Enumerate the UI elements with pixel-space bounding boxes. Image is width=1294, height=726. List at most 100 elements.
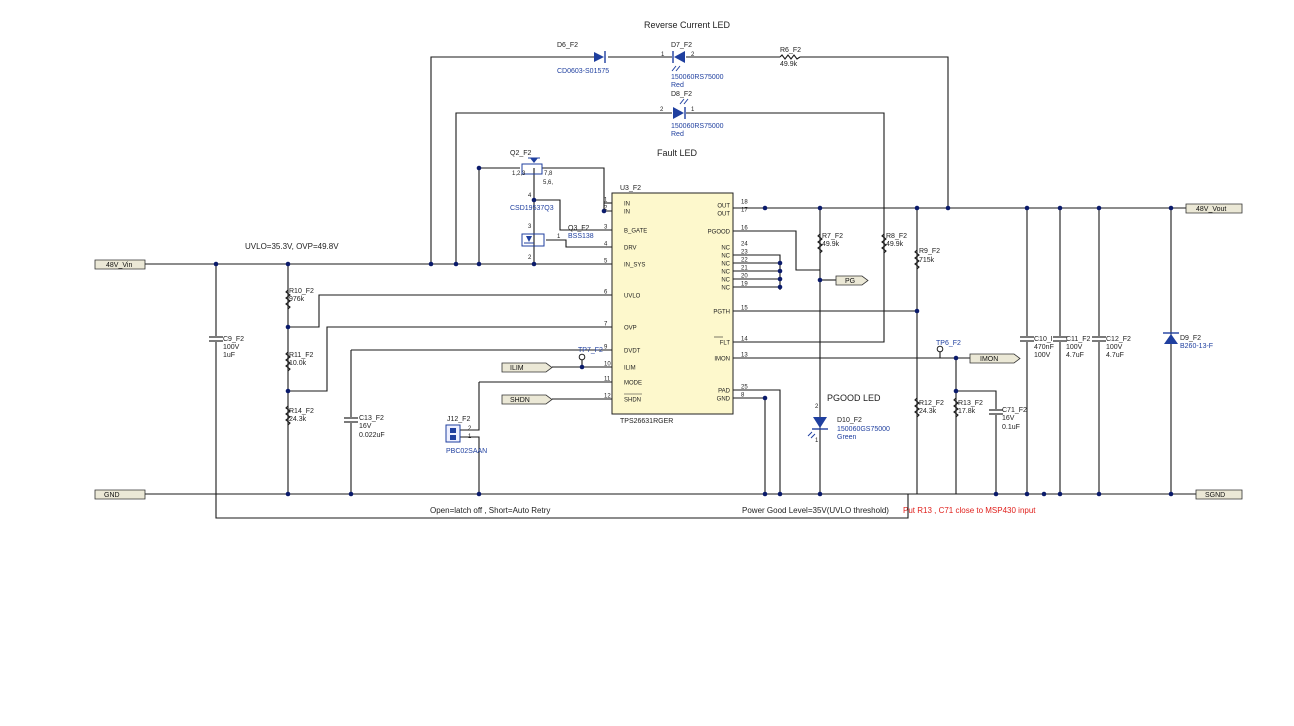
svg-text:150060GS75000: 150060GS75000 bbox=[837, 426, 890, 433]
svg-text:2: 2 bbox=[528, 255, 532, 261]
svg-text:D10_F2: D10_F2 bbox=[837, 417, 862, 424]
ic-pin-number: 4 bbox=[604, 242, 608, 248]
vout-port: 48V_Vout bbox=[1185, 203, 1243, 214]
ic-pin-number: 11 bbox=[604, 377, 611, 383]
svg-text:ILIM: ILIM bbox=[510, 365, 524, 372]
wires bbox=[145, 56, 1196, 519]
ic-pin-number: 1 bbox=[604, 198, 608, 204]
q3-value: BSS138 bbox=[568, 233, 594, 240]
ic-pin-number: 25 bbox=[741, 385, 748, 391]
capacitor-c9: C9_F2 100V 1uF bbox=[208, 336, 244, 359]
svg-text:24.3k: 24.3k bbox=[289, 416, 307, 423]
pgood-led-title: PGOOD LED bbox=[827, 393, 881, 403]
ilim-port: ILIM bbox=[501, 362, 553, 373]
svg-text:0.1uF: 0.1uF bbox=[1002, 424, 1020, 431]
jumper-j12: J12_F2 PBC02SAAN 2 1 bbox=[445, 416, 487, 455]
ic-pin-number: 19 bbox=[741, 282, 748, 288]
svg-text:R13_F2: R13_F2 bbox=[958, 400, 983, 407]
ic-pin-name: NC bbox=[721, 270, 730, 276]
svg-text:1: 1 bbox=[661, 52, 665, 58]
vin-port: 48V_Vin bbox=[94, 259, 146, 270]
ic-pin-number: 13 bbox=[741, 353, 748, 359]
ic-pin-number: 7 bbox=[604, 322, 608, 328]
svg-text:4.7uF: 4.7uF bbox=[1106, 352, 1124, 359]
svg-text:SGND: SGND bbox=[1205, 492, 1225, 499]
svg-text:PG: PG bbox=[845, 278, 855, 285]
junction-dots bbox=[213, 165, 1174, 497]
mosfet-q3: Q3_F2 BSS138 1 3 2 bbox=[521, 224, 594, 261]
ic-pin-name: NC bbox=[721, 286, 730, 292]
svg-text:2: 2 bbox=[660, 107, 664, 113]
svg-text:R12_F2: R12_F2 bbox=[919, 400, 944, 407]
ic-pin-number: 22 bbox=[741, 258, 748, 264]
svg-text:C12_F2: C12_F2 bbox=[1106, 336, 1131, 343]
ic-pin-number: 17 bbox=[741, 208, 748, 214]
shdn-port: SHDN bbox=[501, 394, 553, 405]
capacitor-c11: C11_F2 100V 4.7uF bbox=[1052, 336, 1090, 359]
svg-text:R14_F2: R14_F2 bbox=[289, 408, 314, 415]
svg-text:715k: 715k bbox=[919, 257, 935, 264]
sgnd-port: SGND bbox=[1195, 489, 1243, 500]
svg-text:1: 1 bbox=[557, 234, 561, 240]
svg-text:1,2,3: 1,2,3 bbox=[512, 171, 526, 177]
svg-text:4: 4 bbox=[528, 193, 532, 199]
ic-pin-name: B_GATE bbox=[624, 229, 647, 235]
resistor-r9: R9_F2 715k bbox=[914, 248, 940, 270]
svg-text:16V: 16V bbox=[1002, 415, 1015, 422]
ic-pin-name: GND bbox=[717, 397, 731, 403]
d8-ref: D8_F2 bbox=[671, 91, 692, 98]
ic-pin-name: OVP bbox=[624, 326, 637, 332]
svg-text:B260-13-F: B260-13-F bbox=[1180, 343, 1213, 350]
svg-text:3: 3 bbox=[528, 224, 532, 230]
ic-pin-number: 8 bbox=[741, 393, 745, 399]
svg-text:Green: Green bbox=[837, 434, 857, 441]
svg-text:1: 1 bbox=[815, 438, 819, 444]
svg-text:SHDN: SHDN bbox=[510, 397, 530, 404]
d8-value: 150060RS75000 bbox=[671, 123, 724, 130]
ic-pin-number: 9 bbox=[604, 345, 608, 351]
resistor-r10: R10_F2 976k bbox=[285, 288, 314, 310]
power-good-level-note: Power Good Level=35V(UVLO threshold) bbox=[742, 506, 889, 515]
d7-value: 150060RS75000 bbox=[671, 74, 724, 81]
ic-pin-number: 16 bbox=[741, 226, 748, 232]
ic-pin-name: OUT bbox=[717, 204, 730, 210]
capacitor-c71: C71_F2 16V 0.1uF bbox=[988, 407, 1027, 431]
svg-text:PBC02SAAN: PBC02SAAN bbox=[446, 448, 487, 455]
ic-pin-number: 24 bbox=[741, 242, 748, 248]
svg-text:17.8k: 17.8k bbox=[958, 408, 976, 415]
reverse-current-led-title: Reverse Current LED bbox=[644, 20, 731, 30]
ic-left-pins: 1IN2IN3B_GATE4DRV5IN_SYS6UVLO7OVP9DVDT10… bbox=[604, 198, 647, 404]
svg-text:24.3k: 24.3k bbox=[919, 408, 937, 415]
r6-value: 49.9k bbox=[780, 61, 798, 68]
svg-text:100V: 100V bbox=[223, 344, 240, 351]
ic-pin-name: OUT bbox=[717, 212, 730, 218]
led-d10: 2 1 D10_F2 150060GS75000 Green bbox=[807, 404, 890, 444]
svg-text:R11_F2: R11_F2 bbox=[289, 352, 313, 359]
svg-text:10.0k: 10.0k bbox=[289, 360, 307, 367]
ic-pin-name: NC bbox=[721, 246, 730, 252]
svg-text:C9_F2: C9_F2 bbox=[223, 336, 244, 343]
ic-pin-name: PGOOD bbox=[708, 230, 731, 236]
svg-text:48V_Vin: 48V_Vin bbox=[106, 262, 132, 269]
d7-color: Red bbox=[671, 82, 684, 89]
ic-u3: U3_F2 TPS26631RGER 1IN2IN3B_GATE4DRV5IN_… bbox=[604, 185, 748, 425]
ic-pin-number: 14 bbox=[741, 337, 748, 343]
svg-text:IMON: IMON bbox=[980, 356, 998, 363]
testpoint-tp6: TP6_F2 bbox=[936, 340, 961, 358]
mosfet-q2: Q2_F2 1,2,3 7,8 5,6, 4 CSD19537Q3 bbox=[510, 150, 554, 212]
fault-led-title: Fault LED bbox=[657, 148, 698, 158]
ic-pin-name: PGTH bbox=[713, 310, 730, 316]
resistor-r12: R12_F2 24.3k bbox=[914, 397, 944, 418]
ic-pin-name: UVLO bbox=[624, 294, 641, 300]
svg-text:49.9k: 49.9k bbox=[822, 241, 840, 248]
q3-ref: Q3_F2 bbox=[568, 225, 590, 232]
ic-pin-name: SHDN bbox=[624, 398, 641, 404]
ic-pin-number: 21 bbox=[741, 266, 748, 272]
ic-pin-number: 15 bbox=[741, 306, 748, 312]
svg-text:49.9k: 49.9k bbox=[886, 241, 904, 248]
capacitor-c13: C13_F2 16V 0.022uF bbox=[343, 415, 385, 439]
svg-text:2: 2 bbox=[691, 52, 695, 58]
diode-d9: D9_F2 B260-13-F bbox=[1163, 332, 1213, 350]
svg-text:D9_F2: D9_F2 bbox=[1180, 335, 1201, 342]
resistor-r13: R13_F2 17.8k bbox=[953, 397, 983, 418]
